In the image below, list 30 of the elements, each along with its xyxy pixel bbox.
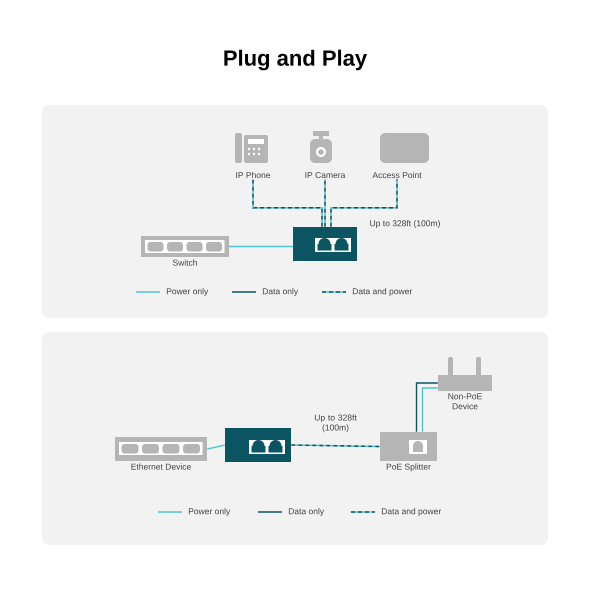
device-label: IP Camera [305,172,346,178]
device-label: IP Phone [236,172,270,178]
edge-label: Up to 328ft (100m) [314,414,357,432]
legend-text: Data and power [352,288,412,296]
injector-drawing [225,428,291,462]
node-label: Ethernet Device [131,463,191,470]
legend-text: Data and power [382,508,442,516]
title: Plug and Play [224,50,368,70]
cable-line [416,382,438,432]
distance-label: Up to 328ft (100m) [370,220,440,228]
cable-line [330,179,398,227]
cable-line [229,246,293,248]
splitter-drawing: PoE Splitter [380,432,437,472]
legend-text: Power only [188,508,230,516]
cable-line [252,179,323,227]
router-drawing: Non-PoE Device [438,357,492,410]
legend-text: Power only [166,288,208,296]
node-label: Switch [172,259,197,266]
cable-line [207,444,225,450]
node-label: PoE Splitter [386,463,431,472]
node-label: Non-PoE Device [448,393,482,410]
switch-drawing: Ethernet Device [115,437,207,470]
device-label: Access Point [372,172,422,178]
injector-drawing [293,227,357,261]
cable-line [324,179,326,227]
legend-text: Data only [262,288,298,296]
cable-line [291,444,380,448]
cable-line [422,387,438,432]
legend-text: Data only [288,508,324,516]
switch-drawing: Switch [141,236,229,266]
